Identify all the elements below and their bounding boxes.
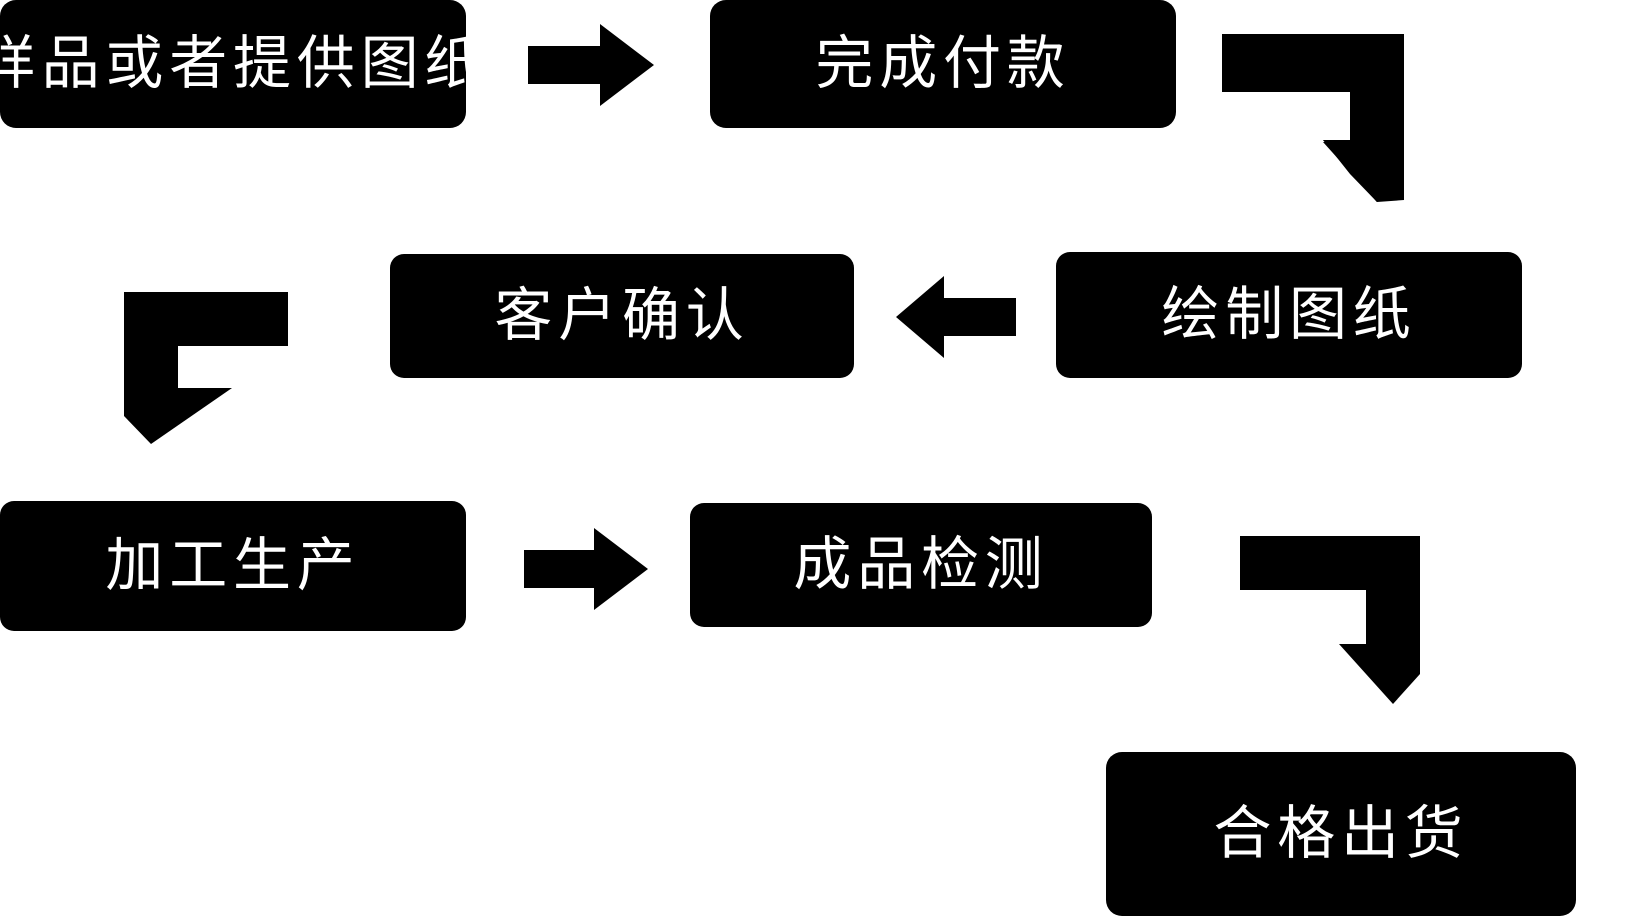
arrow-right-icon <box>524 528 648 610</box>
arrow-right-icon <box>528 24 654 106</box>
flow-node-payment[interactable]: 完成付款 <box>710 0 1176 128</box>
arrow-left-icon <box>896 276 1016 358</box>
flow-node-confirm[interactable]: 客户确认 <box>390 254 854 378</box>
flow-node-label: 完成付款 <box>815 31 1071 96</box>
flow-node-label: 合格出货 <box>1213 801 1469 866</box>
flow-node-label: 加工生产 <box>105 533 361 598</box>
flow-node-label: 样品或者提供图纸 <box>0 31 489 96</box>
flow-node-produce[interactable]: 加工生产 <box>0 501 466 631</box>
flow-node-sample[interactable]: 样品或者提供图纸 <box>0 0 482 128</box>
flow-node-drawing[interactable]: 绘制图纸 <box>1056 252 1522 378</box>
flow-node-label: 绘制图纸 <box>1161 282 1417 347</box>
flow-node-inspect[interactable]: 成品检测 <box>690 503 1152 627</box>
flow-node-label: 成品检测 <box>793 532 1049 597</box>
flow-node-label: 客户确认 <box>494 283 750 348</box>
flow-node-ship[interactable]: 合格出货 <box>1106 752 1576 916</box>
elbow-arrow-right-down-icon <box>1222 34 1404 202</box>
elbow-arrow-right-down-icon <box>1240 536 1420 704</box>
elbow-arrow-left-down-icon <box>124 292 288 444</box>
